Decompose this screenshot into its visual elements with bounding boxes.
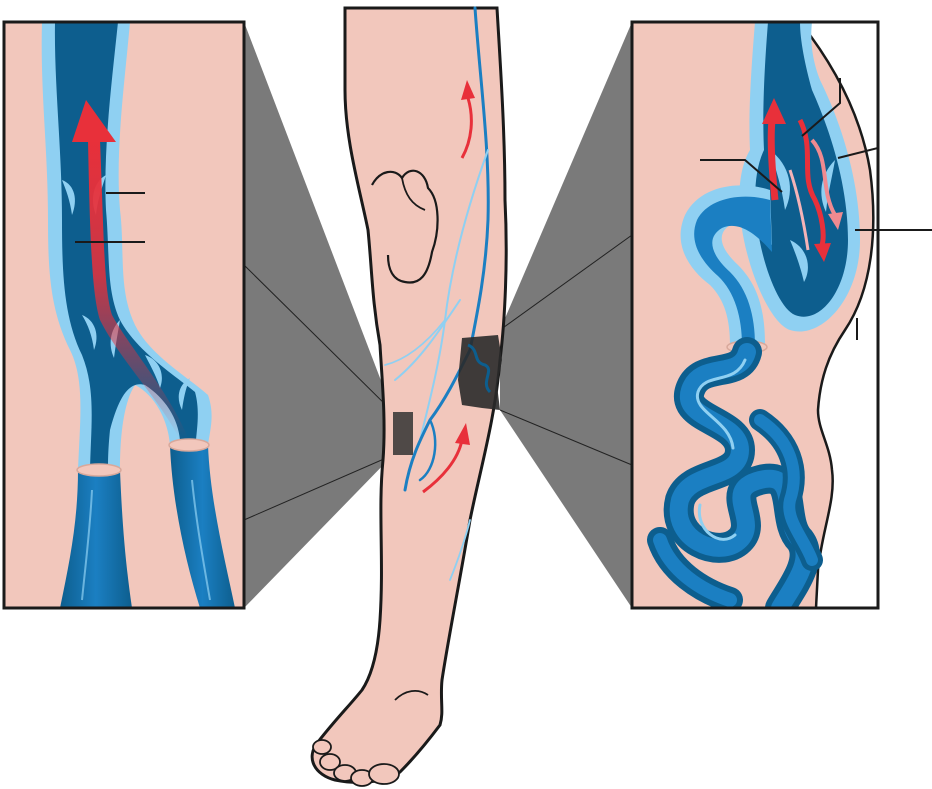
healthy-vein-panel	[4, 22, 244, 608]
right-zoom-shade	[500, 22, 632, 608]
right-zoom-box	[458, 335, 502, 410]
left-zoom-box	[393, 412, 413, 455]
varicose-vein-panel	[632, 22, 932, 608]
